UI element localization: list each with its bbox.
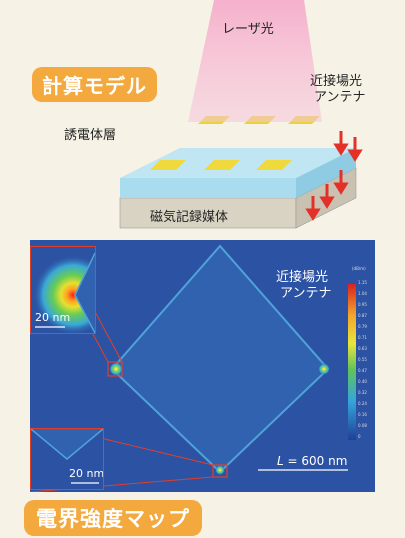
length-label: L = 600 nm (277, 454, 347, 468)
scale-label-top: 20 nm (35, 311, 71, 324)
medium-front-face (119, 197, 297, 229)
length-variable: L (277, 454, 284, 468)
callout-box-left (107, 361, 123, 377)
colorbar-tick-label: 0.95 (358, 302, 367, 307)
colorbar-tick-label: 0.32 (358, 390, 367, 395)
hotspot-left (109, 362, 123, 376)
model-title: 計算モデル (32, 67, 157, 102)
dielectric-front-face (120, 178, 296, 198)
colorbar-tick-label: 1.04 (358, 291, 367, 296)
colorbar-tick-label: 0.55 (358, 357, 367, 362)
colorbar-ticks: (dB/m) 1.15 1.04 0.95 0.87 0.79 0.71 0.6… (352, 266, 375, 445)
dielectric-side-face (296, 148, 356, 198)
colorbar-tick-label: 0.87 (358, 313, 367, 318)
colorbar-tick-label: 0.16 (358, 412, 367, 417)
antenna-label-line2: アンテナ (314, 90, 366, 105)
laser-label: レーザ光 (222, 22, 274, 37)
dielectric-label: 誘電体層 (64, 128, 117, 143)
dielectric-surface (120, 148, 356, 178)
scale-label-bottom: 20 nm (69, 467, 104, 480)
colorbar-tick-label: 0.63 (358, 346, 367, 351)
colorbar-tick-label: 1.15 (358, 280, 367, 285)
colorbar-tick-label: 0 (358, 434, 361, 439)
colorbar (348, 284, 356, 440)
magnetization-arrows (305, 131, 363, 221)
hotspot-bottom (215, 465, 225, 475)
length-value: = 600 nm (283, 454, 348, 468)
model-diagram: レーザ光 近接場光 アンテナ 誘電体層 磁気記録媒体 計算モデル (0, 0, 405, 235)
zoom-inset-left-tip: 20 nm (30, 246, 96, 334)
colorbar-tick-label: 0.40 (358, 379, 367, 384)
antenna-label-line1: 近接場光 (310, 74, 363, 89)
colorbar-tick-label: 0.47 (358, 368, 367, 373)
callout-box-bottom (212, 464, 228, 478)
callout-line (91, 305, 123, 363)
model-illustration (119, 0, 363, 229)
hotspot-right (318, 363, 330, 375)
antenna-pad (256, 160, 292, 170)
colorbar-tick-label: 0.79 (358, 324, 367, 329)
colorbar-tick-label: 0.08 (358, 423, 367, 428)
callout-line (91, 435, 214, 466)
medium-label: 磁気記録媒体 (150, 210, 229, 225)
callout-line (91, 331, 109, 363)
antenna-pad (204, 160, 240, 170)
colorbar-tick-label: 0.71 (358, 335, 367, 340)
zoom-inset-plot (33, 252, 95, 333)
colorbar-tick-label: 0.24 (358, 401, 367, 406)
map-antenna-label-line1: 近接場光 (276, 270, 329, 285)
colorbar-unit: (dB/m) (352, 266, 366, 271)
map-antenna-label-line2: アンテナ (280, 286, 332, 301)
field-map-title: 電界強度マップ (24, 500, 202, 536)
laser-beam (188, 0, 322, 122)
zoom-inset-plot-bottom (31, 429, 103, 484)
zoom-inset-bottom-tip: 20 nm (30, 428, 104, 490)
antenna-pad (150, 160, 186, 170)
